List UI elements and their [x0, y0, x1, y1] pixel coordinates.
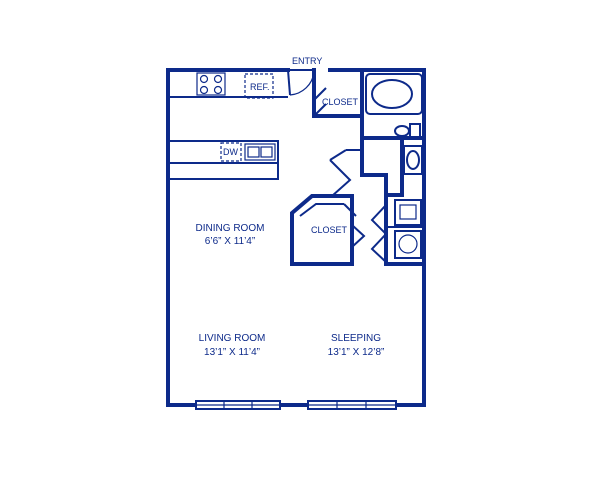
refrigerator [244, 73, 274, 99]
windows-bottom [195, 400, 397, 410]
dining-room-size: 6’6” X 11’4” [205, 236, 255, 247]
washer [394, 199, 422, 226]
closet-mid-label: CLOSET [311, 225, 348, 235]
closet-top [312, 68, 364, 118]
closet-top-label: CLOSET [322, 97, 359, 107]
outer-walls [166, 68, 426, 407]
kitchen-island [167, 140, 279, 180]
entry-door [287, 69, 315, 96]
living-room-name: LIVING ROOM [199, 333, 266, 344]
closet-mid [290, 194, 366, 266]
ref-label: REF. [250, 82, 270, 92]
kitchen-counter-top [168, 72, 288, 98]
dw-label: DW [223, 147, 238, 157]
toilet [394, 123, 421, 139]
kitchen-sink [244, 143, 276, 161]
bath-sink [403, 145, 423, 175]
living-room-size: 13’1” X 11’4” [204, 347, 260, 358]
entry-label: ENTRY [292, 56, 322, 66]
dining-room-name: DINING ROOM [196, 223, 265, 234]
laundry-closet [370, 193, 426, 266]
hall-door [329, 149, 362, 197]
bathroom-walls [360, 114, 426, 197]
sleeping-size: 13’1” X 12’8” [328, 347, 385, 358]
sleeping-name: SLEEPING [331, 333, 381, 344]
dryer [394, 230, 422, 259]
bathtub [365, 73, 423, 115]
